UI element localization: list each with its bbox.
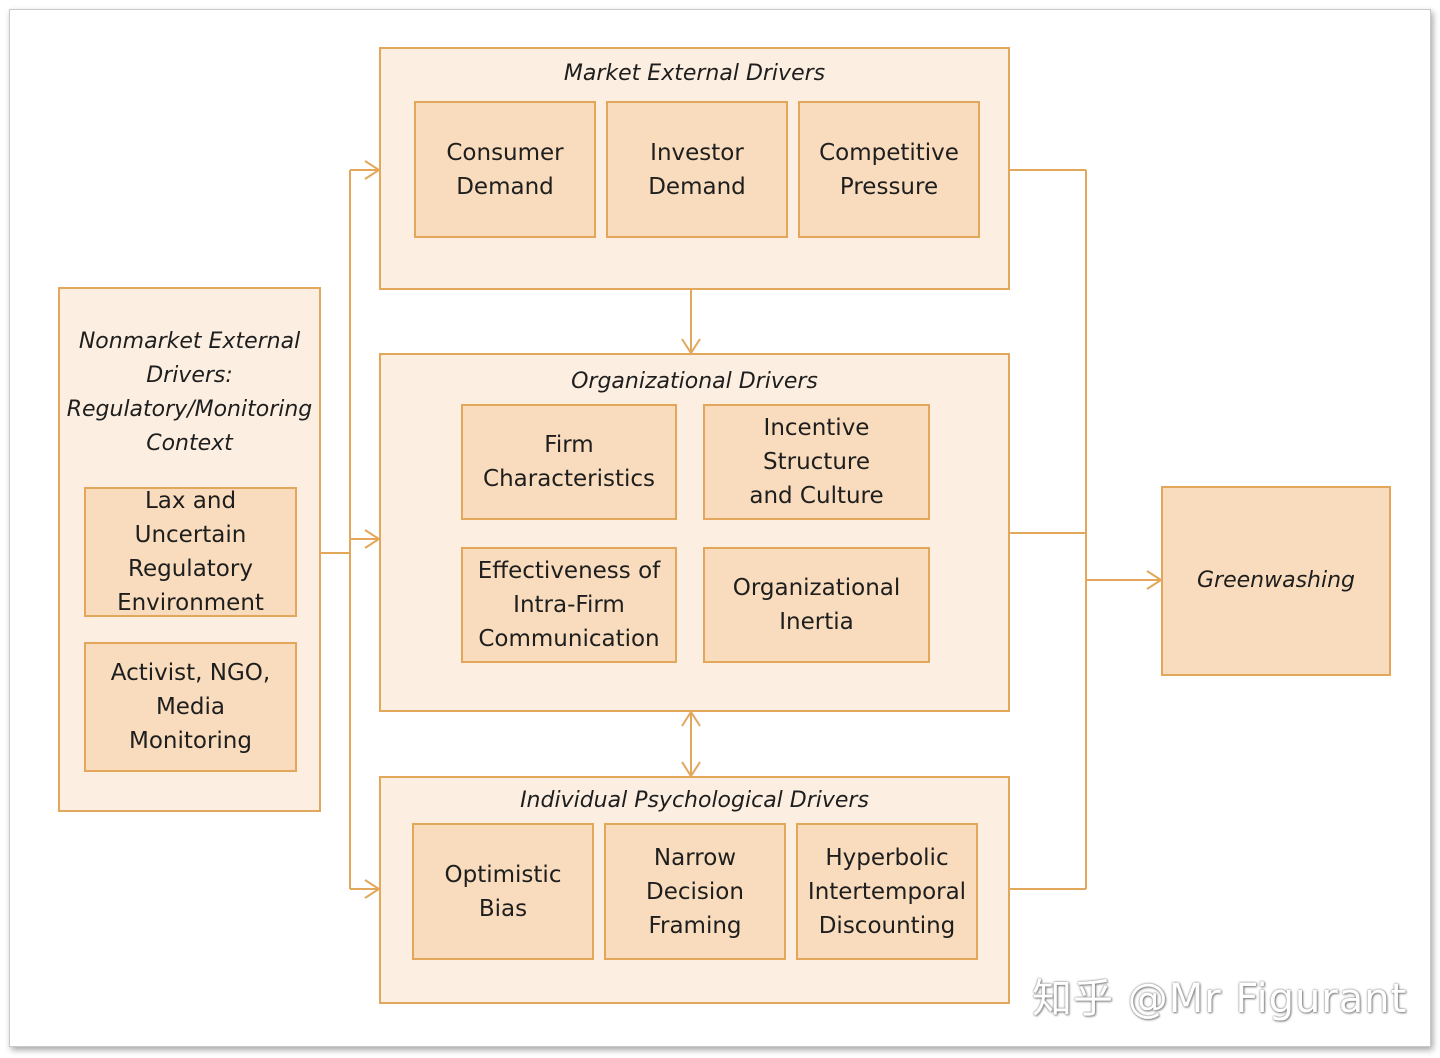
narrow-decision-framing-box: Narrow Decision Framing [604, 823, 786, 960]
arrowhead-organizational-up [681, 710, 701, 727]
lax-regulatory-environment-box: Lax and Uncertain Regulatory Environment [84, 487, 297, 617]
market-drivers-title: Market External Drivers [563, 61, 826, 86]
consumer-demand-box: Consumer Demand [414, 101, 596, 238]
watermark-text: 知乎 @Mr Figurant [1032, 976, 1408, 1022]
activist-ngo-media-box: Activist, NGO, Media Monitoring [84, 642, 297, 772]
incentive-structure-box: Incentive Structure and Culture [703, 404, 930, 520]
investor-demand-box: Investor Demand [606, 101, 788, 238]
nonmarket-drivers-group: Nonmarket External Drivers: Regulatory/M… [58, 287, 321, 812]
individual-drivers-title: Individual Psychological Drivers [520, 788, 869, 813]
nonmarket-drivers-title: Nonmarket External Drivers: Regulatory/M… [66, 329, 313, 456]
market-drivers-group: Market External Drivers Consumer Demand … [379, 47, 1010, 290]
organizational-drivers-title: Organizational Drivers [571, 369, 818, 394]
greenwashing-box: Greenwashing [1161, 486, 1391, 676]
firm-characteristics-box: Firm Characteristics [461, 404, 677, 520]
optimistic-bias-box: Optimistic Bias [412, 823, 594, 960]
hyperbolic-discounting-box: Hyperbolic Intertemporal Discounting [796, 823, 978, 960]
individual-drivers-group: Individual Psychological Drivers Optimis… [379, 776, 1010, 1004]
competitive-pressure-box: Competitive Pressure [798, 101, 980, 238]
intra-firm-communication-box: Effectiveness of Intra-Firm Communicatio… [461, 547, 677, 663]
organizational-inertia-box: Organizational Inertia [703, 547, 930, 663]
organizational-drivers-group: Organizational Drivers Firm Characterist… [379, 353, 1010, 712]
